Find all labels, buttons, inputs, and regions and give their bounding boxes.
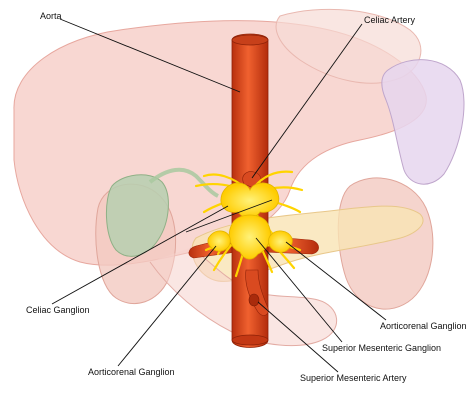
superior-mesenteric-ganglion-label: Superior Mesenteric Ganglion <box>322 344 441 353</box>
aorticorenal-ganglion-right-shape <box>268 231 292 252</box>
aorticorenal-ganglion-right-label: Aorticorenal Ganglion <box>380 322 467 331</box>
celiac-artery-label: Celiac Artery <box>364 16 415 25</box>
aorta-bottom-opening <box>232 335 268 345</box>
aorta-top-opening <box>232 35 268 45</box>
superior-mesenteric-artery-label: Superior Mesenteric Artery <box>300 374 407 383</box>
aorticorenal-ganglion-left-label: Aorticorenal Ganglion <box>88 368 175 377</box>
superior-mesenteric-artery-opening <box>249 294 259 306</box>
celiac-ganglion-label: Celiac Ganglion <box>26 306 90 315</box>
aorticorenal-ganglion-left-shape <box>208 231 230 251</box>
aorta-label: Aorta <box>40 12 62 21</box>
spleen-shape <box>382 60 464 185</box>
